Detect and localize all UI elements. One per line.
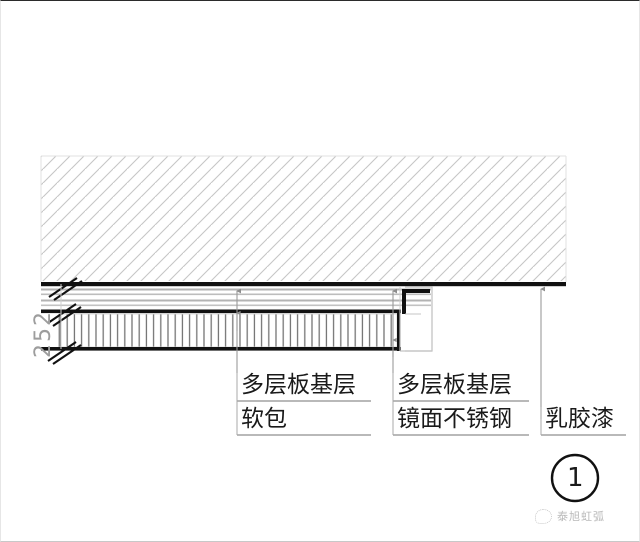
break-mark-2 bbox=[47, 303, 82, 327]
soft-pack-bottom-edge bbox=[41, 347, 401, 351]
annotation-underlines bbox=[236, 373, 626, 436]
wechat-logo-icon bbox=[535, 509, 552, 524]
soft-pack-top-edge bbox=[41, 309, 401, 314]
annotation-3-line-2: 乳胶漆 bbox=[545, 406, 614, 432]
watermark-text: 泰旭虹弧 bbox=[557, 510, 605, 523]
dimension-label-252: 252 bbox=[31, 310, 56, 358]
detail-callout-number: 1 bbox=[567, 463, 584, 493]
annotation-2-line-1: 多层板基层 bbox=[397, 372, 512, 398]
soft-pack-layer bbox=[58, 313, 398, 348]
annotation-2-line-2: 镜面不锈钢 bbox=[397, 406, 512, 432]
break-mark-3 bbox=[47, 341, 82, 365]
ceiling-underside-line bbox=[41, 282, 566, 287]
wall-hatch-region bbox=[40, 155, 567, 282]
leader-lines bbox=[236, 286, 545, 419]
mirror-stainless-steel-layer bbox=[397, 286, 433, 352]
detail-callout-circle bbox=[550, 453, 600, 503]
break-marks bbox=[47, 277, 83, 365]
multilayer-board-substrate-upper bbox=[41, 288, 431, 307]
break-mark-1 bbox=[48, 277, 83, 301]
annotation-1-line-2: 软包 bbox=[241, 406, 287, 432]
annotation-1-line-1: 多层板基层 bbox=[241, 372, 356, 398]
